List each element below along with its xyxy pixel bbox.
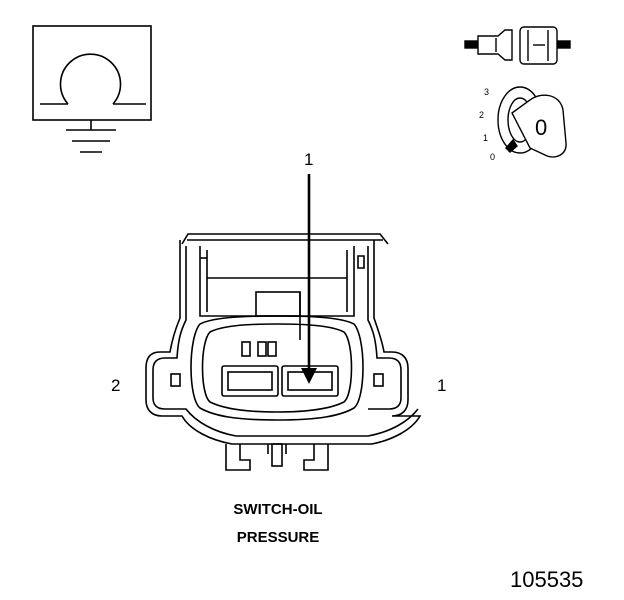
pin-label-right: 1: [437, 376, 447, 395]
ignition-position-2: 2: [479, 110, 485, 120]
ignition-key-icon: [497, 86, 567, 158]
figure-id: 105535: [510, 567, 584, 592]
connector-title-line2: PRESSURE: [236, 529, 320, 546]
ignition-key-label: 0: [535, 115, 548, 140]
connector-title-line1: SWITCH-OIL: [233, 501, 323, 518]
ignition-position-3: 3: [484, 87, 490, 97]
pin-label-left: 2: [111, 376, 121, 395]
ohm-ground-symbol-icon: [32, 25, 152, 153]
callout-label: 1: [304, 150, 314, 169]
callout-arrow: [301, 174, 317, 384]
harness-connector-icon: [464, 26, 571, 65]
ignition-position-1: 1: [483, 133, 489, 143]
connector-body: [145, 233, 422, 471]
ignition-position-0: 0: [490, 152, 496, 162]
